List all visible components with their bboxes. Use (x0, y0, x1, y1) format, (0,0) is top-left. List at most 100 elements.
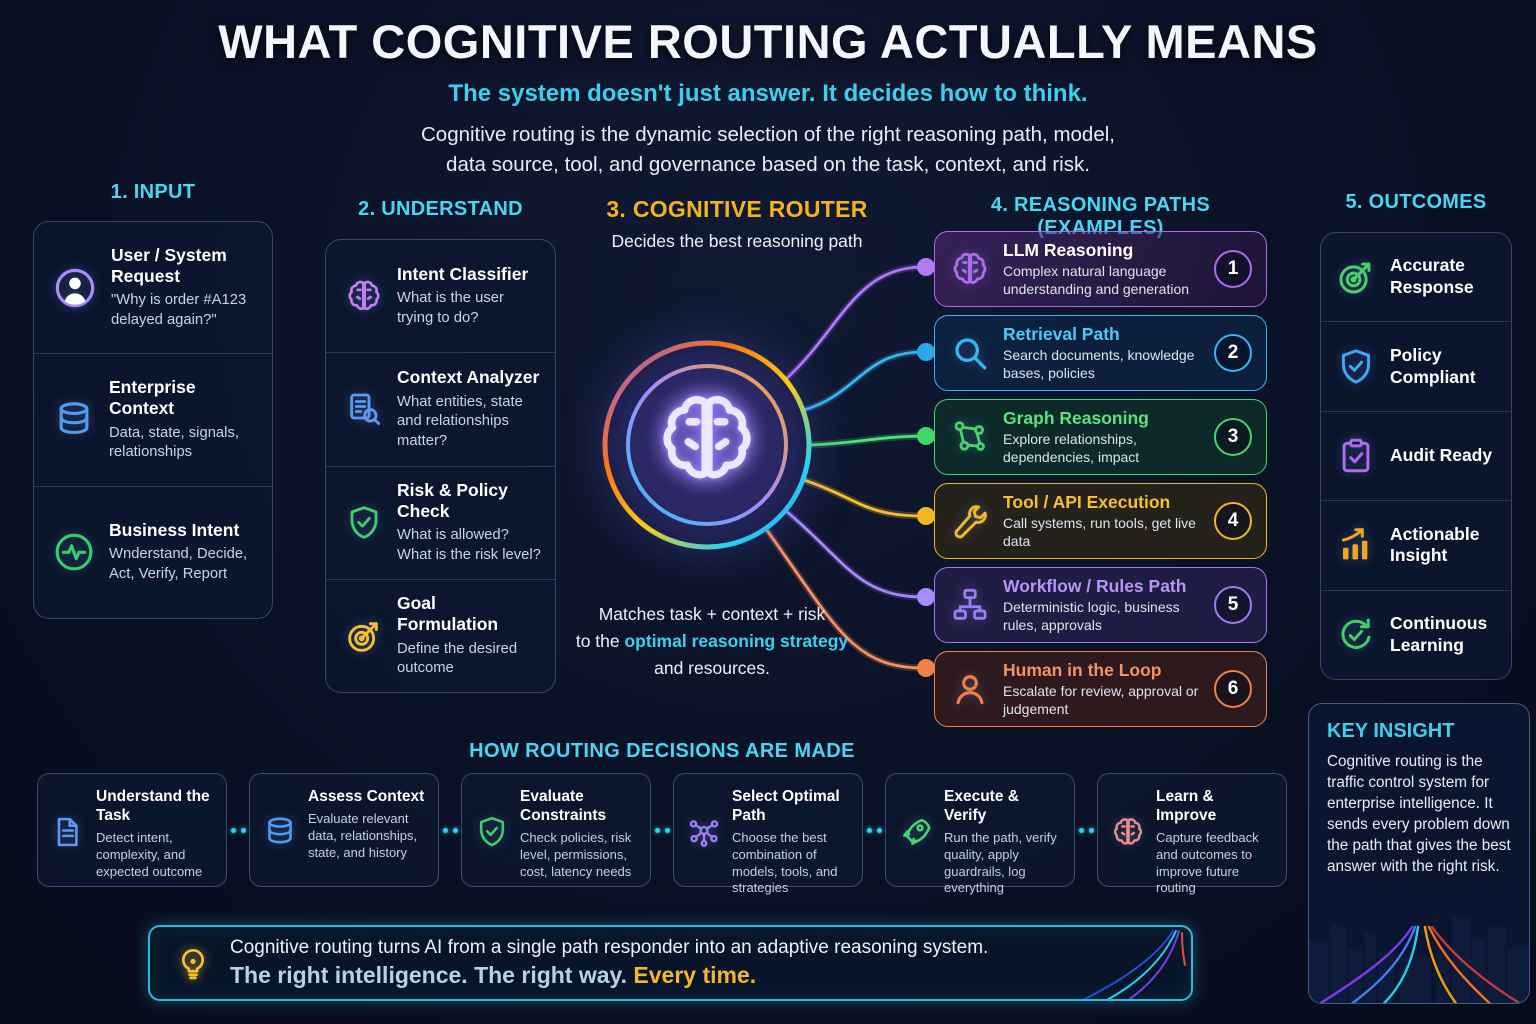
path-desc: Deterministic logic, business rules, app… (1003, 599, 1180, 633)
banner-line2: The right intelligence. The right way. E… (230, 962, 757, 988)
understand-item-desc: What is the user trying to do? (397, 290, 504, 326)
shield-check-icon (344, 503, 384, 543)
process-step-desc: Evaluate relevant data, relationships, s… (308, 810, 418, 860)
path-title: Retrieval Path (1003, 323, 1120, 344)
path-desc: Escalate for review, approval or judgeme… (1003, 683, 1199, 717)
key-insight-box: KEY INSIGHT Cognitive routing is the tra… (1308, 703, 1530, 1004)
process-step-desc: Run the path, verify quality, apply guar… (944, 829, 1057, 896)
path-box-workflow-rules: Workflow / Rules Path Deterministic logi… (934, 567, 1267, 643)
input-item-enterprise-context: Enterprise Context Data, state, signals,… (34, 353, 272, 485)
process-step-title: Understand the Task (96, 788, 210, 824)
person-icon (949, 668, 991, 710)
flowchart-icon (949, 584, 991, 626)
path-box-llm-reasoning: LLM Reasoning Complex natural language u… (934, 231, 1267, 307)
clipboard-check-icon (1335, 435, 1377, 477)
connector-endpoint-dots (917, 258, 935, 677)
process-step-desc: Capture feedback and outcomes to improve… (1156, 829, 1259, 896)
outcome-label: Audit Ready (1390, 445, 1493, 466)
road-illustration (1082, 930, 1186, 999)
understand-card: Intent Classifier What is the user tryin… (325, 239, 556, 693)
understand-item-context-analyzer: Context Analyzer What entities, state an… (326, 352, 555, 465)
understand-column-header: 2. UNDERSTAND (358, 198, 523, 220)
shield-check-icon (474, 788, 510, 876)
network-icon (686, 788, 722, 876)
outcome-policy-compliant: Policy Compliant (1321, 321, 1511, 410)
outcome-continuous-learning: Continuous Learning (1321, 589, 1511, 679)
process-step-assess-context: Assess Context Evaluate relevant data, r… (249, 773, 439, 887)
input-item-desc: Wnderstand, Decide, Act, Verify, Report (109, 546, 248, 582)
path-title: Workflow / Rules Path (1003, 575, 1187, 596)
magnifier-icon (949, 332, 991, 374)
step-separator-dots (1075, 773, 1097, 887)
understand-item-desc: What is allowed? What is the risk level? (397, 527, 541, 563)
page-subtitle: The system doesn't just answer. It decid… (448, 80, 1088, 107)
database-icon (262, 788, 298, 876)
outcome-label: Actionable Insight (1390, 523, 1480, 566)
outcome-actionable-insight: Actionable Insight (1321, 500, 1511, 589)
input-item-desc: "Why is order #A123 delayed again?" (111, 292, 247, 328)
understand-item-risk-policy-check: Risk & Policy Check What is allowed? Wha… (326, 465, 555, 579)
understand-item-title: Goal Formulation (397, 593, 499, 635)
path-box-graph-reasoning: Graph Reasoning Explore relationships, d… (934, 399, 1267, 475)
city-road-illustration (1309, 917, 1529, 1003)
router-footer-line3: and resources. (654, 658, 770, 678)
key-insight-title: KEY INSIGHT (1327, 720, 1455, 742)
process-step-title: Select Optimal Path (732, 788, 840, 824)
description-line-1: Cognitive routing is the dynamic selecti… (421, 123, 1115, 146)
router-subtitle: Decides the best reasoning path (611, 231, 863, 251)
understand-item-intent-classifier: Intent Classifier What is the user tryin… (326, 240, 555, 352)
arrow-right-icon (1270, 412, 1316, 458)
path-title: Human in the Loop (1003, 659, 1162, 680)
step-separator-dots (651, 773, 673, 887)
path-number-badge: 5 (1214, 586, 1252, 624)
input-item-title: User / System Request (111, 244, 227, 287)
step-separator-dots (439, 773, 461, 887)
router-brain-icon (651, 383, 763, 495)
process-step-title: Assess Context (308, 788, 425, 805)
path-title: Graph Reasoning (1003, 407, 1149, 428)
outcome-audit-ready: Audit Ready (1321, 410, 1511, 500)
understand-item-title: Risk & Policy Check (397, 479, 508, 522)
shield-check-icon (1335, 346, 1377, 388)
input-item-title: Enterprise Context (109, 377, 196, 419)
path-number-badge: 3 (1214, 418, 1252, 456)
brain-icon (344, 276, 384, 316)
process-step-title: Learn & Improve (1156, 788, 1217, 824)
banner-highlight: Every time. (633, 962, 757, 988)
path-number-badge: 6 (1214, 670, 1252, 708)
process-step-evaluate-constraints: Evaluate Constraints Check policies, ris… (461, 773, 651, 887)
key-insight-body: Cognitive routing is the traffic control… (1327, 753, 1511, 875)
process-step-select-optimal-path: Select Optimal Path Choose the best comb… (673, 773, 863, 895)
path-number-badge: 2 (1214, 334, 1252, 372)
wrench-icon (949, 500, 991, 542)
document-icon (50, 788, 86, 876)
process-step-learn-improve: Learn & Improve Capture feedback and out… (1097, 773, 1287, 895)
database-icon (52, 398, 96, 442)
page-description: Cognitive routing is the dynamic selecti… (0, 120, 1536, 180)
path-title: LLM Reasoning (1003, 239, 1134, 260)
router-footer: Matches task + context + risk to the opt… (547, 601, 877, 682)
user-icon (52, 265, 98, 311)
input-card: User / System Request "Why is order #A12… (33, 221, 273, 619)
outcome-label: Accurate Response (1390, 255, 1474, 298)
step-separator-dots (863, 773, 885, 887)
path-number-badge: 4 (1214, 502, 1252, 540)
path-number-badge: 1 (1214, 250, 1252, 288)
path-desc: Call systems, run tools, get live data (1003, 515, 1196, 549)
target-arrow-icon (1335, 256, 1377, 298)
path-box-human-in-the-loop: Human in the Loop Escalate for review, a… (934, 651, 1267, 727)
router-footer-highlight: optimal reasoning strategy (624, 631, 849, 651)
path-title: Tool / API Execution (1003, 491, 1171, 512)
understand-item-title: Intent Classifier (397, 263, 529, 284)
input-column-header: 1. INPUT (110, 181, 196, 203)
input-item-user-request: User / System Request "Why is order #A12… (34, 222, 272, 353)
input-item-desc: Data, state, signals, relationships (109, 424, 239, 461)
description-line-2: data source, tool, and governance based … (446, 153, 1090, 176)
document-search-icon (344, 389, 384, 429)
understand-item-goal-formulation: Goal Formulation Define the desired outc… (326, 578, 555, 692)
understand-item-desc: What entities, state and relationships m… (397, 393, 523, 449)
lightbulb-icon (174, 944, 212, 982)
input-item-title: Business Intent (109, 520, 240, 541)
page-title: WHAT COGNITIVE ROUTING ACTUALLY MEANS (218, 15, 1318, 68)
process-step-execute-verify: Execute & Verify Run the path, verify qu… (885, 773, 1075, 895)
